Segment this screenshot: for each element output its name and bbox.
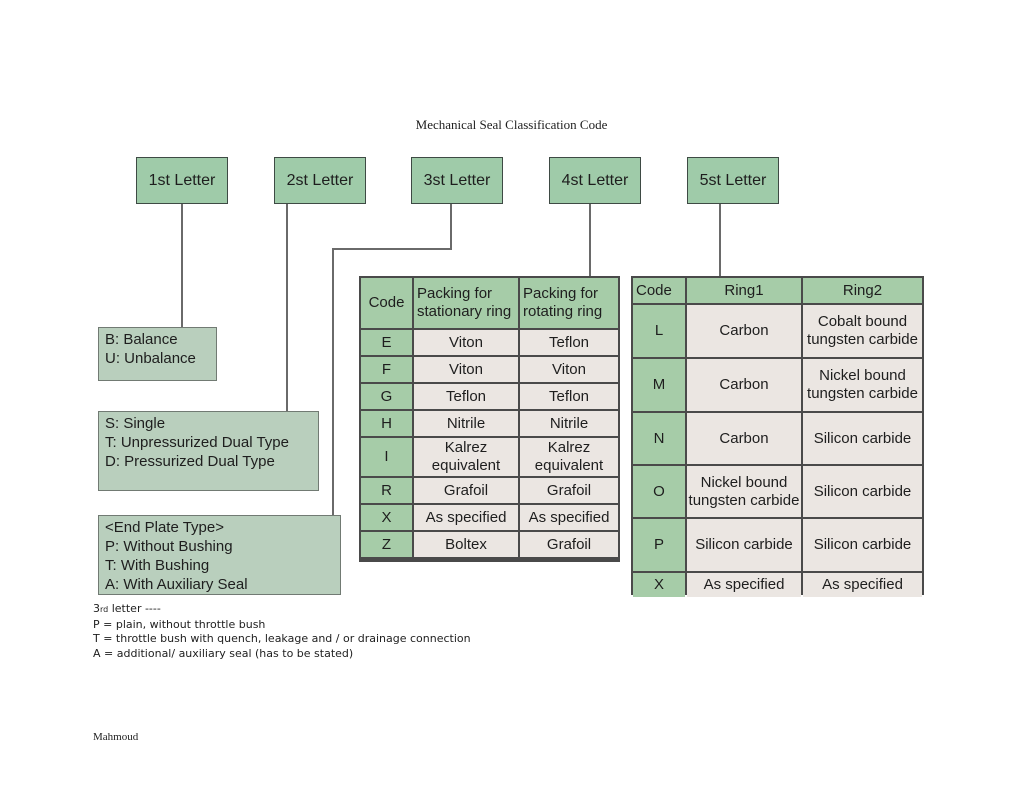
packing-code-cell: H <box>361 411 412 436</box>
panel-2nd-letter: S: Single T: Unpressurized Dual Type D: … <box>98 411 319 491</box>
header-2nd-letter: 2st Letter <box>274 157 366 204</box>
packing-code-cell: X <box>361 505 412 530</box>
packing-code-cell: R <box>361 478 412 503</box>
packing-rotating-cell: As specified <box>520 505 618 530</box>
packing-header-rotating: Packing for rotating ring <box>520 278 618 328</box>
packing-stationary-cell: As specified <box>414 505 518 530</box>
single-option: S: Single <box>105 415 166 432</box>
ring2-cell: Cobalt bound tungsten carbide <box>803 305 922 357</box>
note-line: A = additional/ auxiliary seal (has to b… <box>93 646 354 660</box>
packing-stationary-cell: Kalrez equivalent <box>414 438 518 476</box>
connector-line-3c <box>332 248 334 515</box>
ring2-cell: Nickel bound tungsten carbide <box>803 359 922 411</box>
packing-table: Code Packing for stationary ring Packing… <box>359 276 620 562</box>
ring-material-table: Code Ring1 Ring2 L Carbon Cobalt bound t… <box>631 276 924 597</box>
panel-1st-letter: B: Balance U: Unbalance <box>98 327 217 381</box>
without-bushing-option: P: Without Bushing <box>105 538 233 555</box>
note-heading-number: 3 <box>93 602 100 615</box>
connector-line-4 <box>589 204 591 276</box>
ring2-cell: Silicon carbide <box>803 413 922 464</box>
note-heading-suffix: rd <box>100 605 109 614</box>
packing-rotating-cell: Teflon <box>520 384 618 409</box>
ring1-cell: Silicon carbide <box>687 519 801 571</box>
packing-code-cell: I <box>361 438 412 476</box>
connector-line-5 <box>719 204 721 276</box>
connector-line-3b <box>332 248 452 250</box>
packing-rotating-cell: Grafoil <box>520 478 618 503</box>
packing-code-cell: Z <box>361 532 412 557</box>
packing-header-code: Code <box>361 278 412 328</box>
ring-code-cell: N <box>633 413 685 464</box>
header-5th-letter: 5st Letter <box>687 157 779 204</box>
auxiliary-seal-option: A: With Auxiliary Seal <box>105 576 248 593</box>
note-heading-text: letter ---- <box>108 602 161 615</box>
unpressurized-dual-option: T: Unpressurized Dual Type <box>105 434 289 451</box>
packing-rotating-cell: Viton <box>520 357 618 382</box>
packing-code-cell: G <box>361 384 412 409</box>
note-heading: 3rd letter ---- <box>93 602 471 618</box>
connector-line-1 <box>181 204 183 327</box>
ring1-cell: Carbon <box>687 359 801 411</box>
packing-stationary-cell: Viton <box>414 330 518 355</box>
unbalance-option: U: Unbalance <box>105 350 196 367</box>
note-line: P = plain, without throttle bush <box>93 617 266 631</box>
third-letter-note: 3rd letter ---- P = plain, without throt… <box>93 602 471 661</box>
ring-code-cell: P <box>633 519 685 571</box>
packing-code-cell: F <box>361 357 412 382</box>
connector-line-3a <box>450 204 452 250</box>
pressurized-dual-option: D: Pressurized Dual Type <box>105 453 275 470</box>
ring-code-cell: O <box>633 466 685 517</box>
ring-code-cell: L <box>633 305 685 357</box>
packing-rotating-cell: Kalrez equivalent <box>520 438 618 476</box>
packing-stationary-cell: Grafoil <box>414 478 518 503</box>
note-line: T = throttle bush with quench, leakage a… <box>93 632 471 645</box>
panel-3rd-letter: <End Plate Type> P: Without Bushing T: W… <box>98 515 341 595</box>
packing-stationary-cell: Nitrile <box>414 411 518 436</box>
ring2-cell: Silicon carbide <box>803 466 922 517</box>
balance-option: B: Balance <box>105 331 178 348</box>
header-3rd-letter: 3st Letter <box>411 157 503 204</box>
end-plate-type-heading: <End Plate Type> <box>105 519 224 536</box>
ring-header-ring2: Ring2 <box>803 278 922 303</box>
with-bushing-option: T: With Bushing <box>105 557 210 574</box>
packing-header-stationary: Packing for stationary ring <box>414 278 518 328</box>
packing-stationary-cell: Teflon <box>414 384 518 409</box>
ring1-cell: Nickel bound tungsten carbide <box>687 466 801 517</box>
ring-header-ring1: Ring1 <box>687 278 801 303</box>
ring2-cell: As specified <box>803 573 922 597</box>
packing-rotating-cell: Nitrile <box>520 411 618 436</box>
page-title: Mechanical Seal Classification Code <box>415 117 608 132</box>
header-4th-letter: 4st Letter <box>549 157 641 204</box>
ring1-cell: Carbon <box>687 305 801 357</box>
packing-rotating-cell: Teflon <box>520 330 618 355</box>
ring2-cell: Silicon carbide <box>803 519 922 571</box>
packing-rotating-cell: Grafoil <box>520 532 618 557</box>
ring1-cell: Carbon <box>687 413 801 464</box>
ring1-cell: As specified <box>687 573 801 597</box>
author-name: Mahmoud <box>93 731 139 743</box>
connector-line-2 <box>286 204 288 411</box>
packing-stationary-cell: Boltex <box>414 532 518 557</box>
packing-stationary-cell: Viton <box>414 357 518 382</box>
ring-code-cell: M <box>633 359 685 411</box>
packing-code-cell: E <box>361 330 412 355</box>
ring-code-cell: X <box>633 573 685 597</box>
ring-header-code: Code <box>633 278 685 303</box>
header-1st-letter: 1st Letter <box>136 157 228 204</box>
